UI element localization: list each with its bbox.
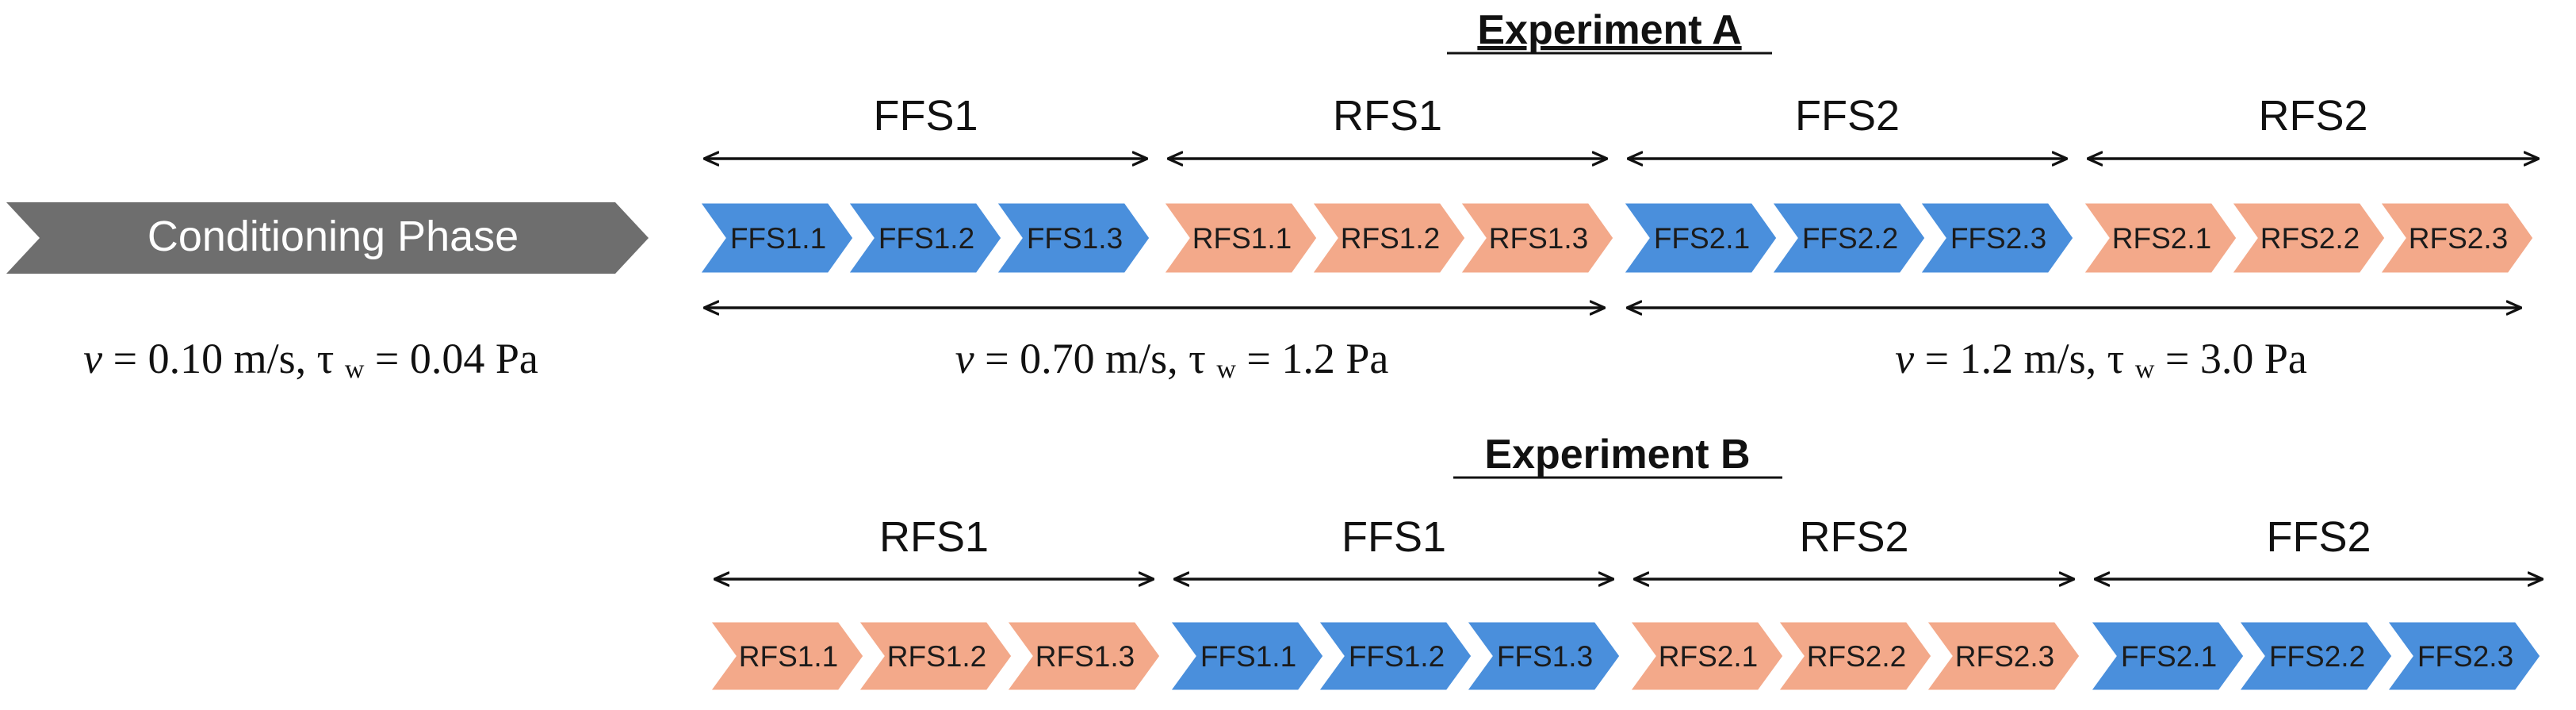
experiment-b-step-chevron <box>855 620 1014 693</box>
experiment-a-title: Experiment A <box>1477 7 1741 53</box>
experiment-b-phase-label: FFS2 <box>2266 513 2371 561</box>
experiment-a-step-chevron <box>2229 201 2387 275</box>
experiment-b-step-chevron <box>1004 620 1162 693</box>
experiment-b-step-label: FFS2.2 <box>2269 640 2365 673</box>
experiment-a-step-chevron <box>845 201 1004 275</box>
experiment-a-step-chevron <box>1621 201 1779 275</box>
experiment-a-step-label: FFS1.1 <box>730 222 826 255</box>
experiment-a-step-chevron <box>697 201 855 275</box>
condition-velocity-text: = 1.2 m/s, τ <box>1925 335 2125 382</box>
velocity-symbol: v <box>1895 335 1914 382</box>
experiment-b-step-label: FFS1.2 <box>1349 640 1445 673</box>
experiment-a-step-chevron <box>1309 201 1468 275</box>
experiment-b-phase-label: FFS1 <box>1342 513 1446 561</box>
velocity-symbol: v <box>955 335 974 382</box>
experiment-b-step-label: FFS1.3 <box>1497 640 1593 673</box>
experiment-b-step-chevron <box>2236 620 2394 693</box>
experiment-b-step-chevron <box>707 620 866 693</box>
experiment-b-step-label: RFS2.1 <box>1659 640 1758 673</box>
experiment-a-step-label: FFS1.3 <box>1027 222 1123 255</box>
shear-subscript: w <box>2135 355 2155 384</box>
experiment-b-step-label: FFS2.3 <box>2417 640 2513 673</box>
conditioning-phase-chevron <box>6 202 649 274</box>
experiment-b-step-chevron <box>1923 620 2082 693</box>
conditioning-velocity-text: = 0.10 m/s, τ <box>113 335 335 382</box>
experiment-a-step-chevron <box>993 201 1152 275</box>
experiment-b-step-label: FFS1.1 <box>1200 640 1296 673</box>
experiment-a-step-label: FFS2.3 <box>1950 222 2046 255</box>
experiment-b-step-label: RFS2.2 <box>1807 640 1906 673</box>
experiment-b-step-chevron <box>1464 620 1622 693</box>
experiment-b-step-chevron <box>1315 620 1474 693</box>
experiment-b-step-chevron <box>2088 620 2246 693</box>
experiment-a-step-label: FFS2.2 <box>1802 222 1898 255</box>
experiment-a-step-chevron <box>2080 201 2239 275</box>
experiment-a-phase-label: RFS2 <box>2258 92 2367 140</box>
experiment-a-step-label: FFS2.1 <box>1654 222 1750 255</box>
experiment-b-title: Experiment B <box>1484 432 1750 478</box>
experiment-b-step-label: RFS1.3 <box>1035 640 1135 673</box>
condition-pressure-text: = 3.0 Pa <box>2165 335 2307 382</box>
experiment-a-step-chevron <box>1769 201 1927 275</box>
shear-subscript: w <box>345 355 365 384</box>
experiment-a-phase-label: FFS2 <box>1795 92 1900 140</box>
experiment-b-phase-label: RFS2 <box>1799 513 1908 561</box>
experiment-b-step-label: RFS2.3 <box>1955 640 2054 673</box>
experiment-a-step-chevron <box>1457 201 1616 275</box>
experiment-a-condition-2: v = 1.2 m/s, τ w = 3.0 Pa <box>1895 335 2307 387</box>
experiment-a-step-label: FFS1.2 <box>878 222 974 255</box>
experiment-a-step-chevron <box>1161 201 1319 275</box>
experiment-b-step-chevron <box>1627 620 1786 693</box>
experiment-b-step-chevron <box>1775 620 1934 693</box>
experiment-b-step-label: RFS1.2 <box>887 640 986 673</box>
experiment-a-condition-1: v = 0.70 m/s, τ w = 1.2 Pa <box>955 335 1389 387</box>
experiment-a-step-label: RFS2.1 <box>2112 222 2211 255</box>
experiment-a-step-chevron <box>2377 201 2536 275</box>
experiment-a-step-label: RFS2.3 <box>2409 222 2508 255</box>
conditioning-conditions: v = 0.10 m/s, τ w = 0.04 Pa <box>83 335 538 387</box>
experiment-b-step-label: RFS1.1 <box>739 640 838 673</box>
conditioning-phase-label: Conditioning Phase <box>147 213 519 260</box>
experiment-a-step-chevron <box>1917 201 2076 275</box>
conditioning-pressure-text: = 0.04 Pa <box>375 335 538 382</box>
condition-velocity-text: = 0.70 m/s, τ <box>985 335 1206 382</box>
experiment-a-step-label: RFS1.3 <box>1489 222 1588 255</box>
velocity-symbol: v <box>83 335 102 382</box>
experiment-a-step-label: RFS2.2 <box>2260 222 2360 255</box>
experiment-a-step-label: RFS1.1 <box>1192 222 1292 255</box>
experiment-b-phase-label: RFS1 <box>879 513 989 561</box>
experiment-a-phase-label: FFS1 <box>873 92 978 140</box>
shear-subscript: w <box>1216 355 1236 384</box>
condition-pressure-text: = 1.2 Pa <box>1246 335 1388 382</box>
experiment-b-step-chevron <box>2384 620 2543 693</box>
experiment-a-step-label: RFS1.2 <box>1341 222 1440 255</box>
experiment-b-step-chevron <box>1167 620 1326 693</box>
experiment-b-step-label: FFS2.1 <box>2121 640 2217 673</box>
experiment-a-phase-label: RFS1 <box>1333 92 1442 140</box>
